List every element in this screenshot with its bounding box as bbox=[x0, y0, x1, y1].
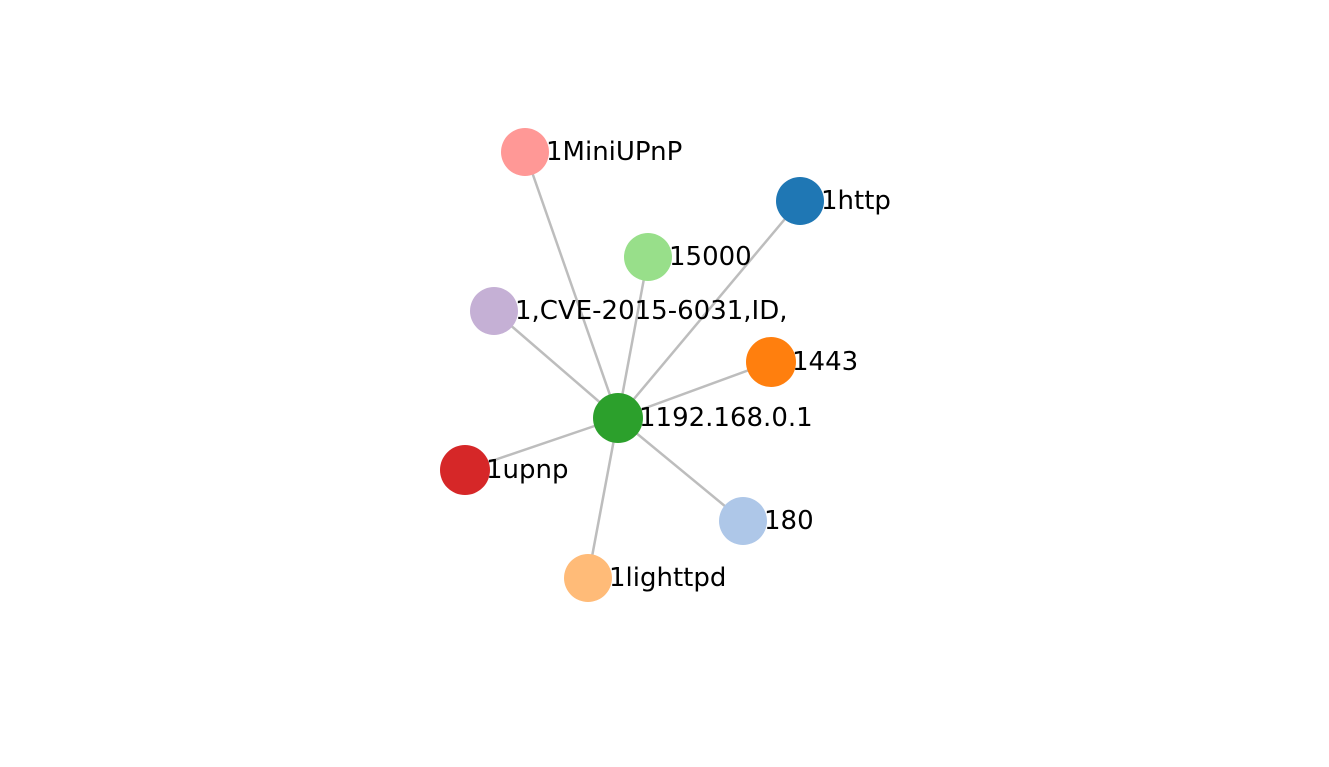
graph-node-cve-2015-6031 bbox=[470, 287, 518, 335]
graph-node-label-miniupnp: 1MiniUPnP bbox=[546, 137, 682, 167]
graph-node-label-192.168.0.1: 1192.168.0.1 bbox=[639, 403, 813, 433]
graph-node-443 bbox=[746, 337, 796, 387]
graph-node-80 bbox=[719, 497, 767, 545]
graph-edge-192.168.0.1-upnp bbox=[464, 416, 619, 472]
graph-edge-192.168.0.1-5000 bbox=[616, 256, 650, 419]
graph-node-label-cve-2015-6031: 1,CVE-2015-6031,ID, bbox=[515, 296, 788, 326]
graph-edge-192.168.0.1-80 bbox=[617, 417, 744, 522]
graph-edge-192.168.0.1-miniupnp bbox=[523, 151, 620, 419]
graph-node-upnp bbox=[440, 445, 490, 495]
graph-node-label-upnp: 1upnp bbox=[486, 455, 569, 485]
graph-node-5000 bbox=[624, 233, 672, 281]
graph-node-label-5000: 15000 bbox=[669, 242, 752, 272]
graph-node-label-80: 180 bbox=[764, 506, 814, 536]
graph-node-192.168.0.1 bbox=[593, 393, 643, 443]
graph-edge-192.168.0.1-http bbox=[617, 200, 801, 419]
graph-edge-192.168.0.1-443 bbox=[617, 360, 772, 420]
graph-node-miniupnp bbox=[501, 128, 549, 176]
graph-edge-192.168.0.1-lighttpd bbox=[586, 417, 620, 579]
graph-node-http bbox=[776, 177, 824, 225]
graph-edge-192.168.0.1-cve-2015-6031 bbox=[493, 310, 619, 419]
graph-node-label-lighttpd: 1lighttpd bbox=[609, 563, 726, 593]
graph-node-lighttpd bbox=[564, 554, 612, 602]
graph-node-label-http: 1http bbox=[821, 186, 891, 216]
graph-node-label-443: 1443 bbox=[792, 347, 858, 377]
